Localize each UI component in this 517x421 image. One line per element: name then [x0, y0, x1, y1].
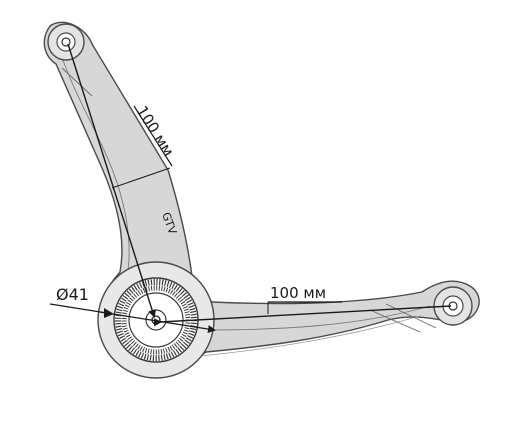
rib-line	[369, 309, 421, 333]
dimension-lower: 100 мм	[267, 284, 342, 314]
dimension-diameter: Ø41	[49, 285, 216, 334]
center-line-upper	[67, 43, 157, 318]
arm-edge-shade	[199, 315, 421, 357]
dimension-lower-label: 100 мм	[270, 284, 326, 302]
rib-line	[61, 67, 93, 97]
center-line-lower	[153, 305, 452, 327]
arm-contour-upper	[59, 51, 130, 271]
right-mount-eye	[433, 286, 473, 326]
diameter-label: Ø41	[56, 285, 89, 304]
rib-line	[385, 303, 437, 329]
top-mount-eye	[47, 23, 85, 61]
